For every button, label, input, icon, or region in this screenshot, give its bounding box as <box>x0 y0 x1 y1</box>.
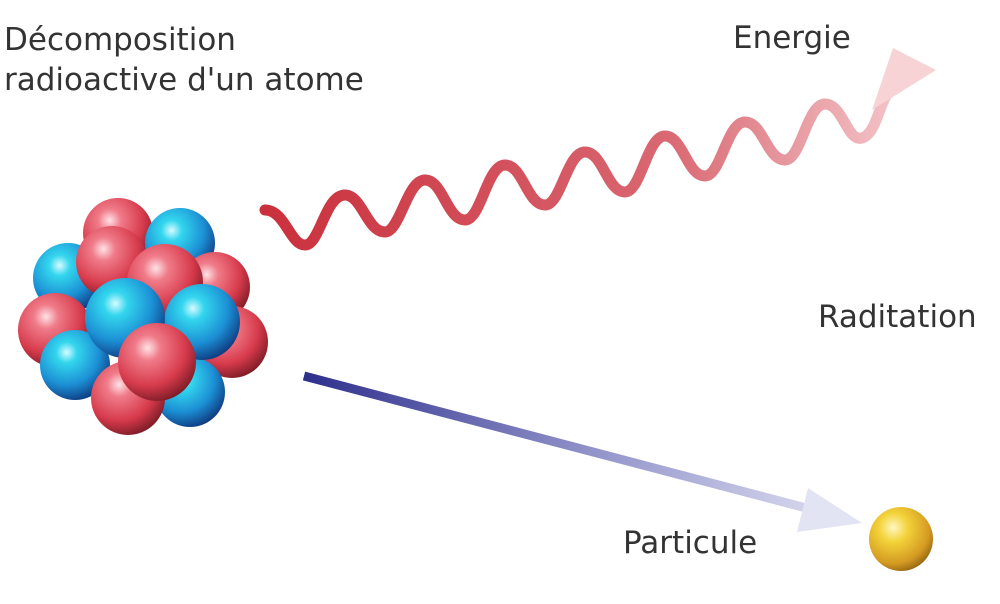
particle-arrowhead-icon <box>797 488 862 532</box>
atom-nucleus-icon <box>18 198 268 435</box>
particle-label: Particule <box>623 525 758 561</box>
energy-wave <box>259 90 892 251</box>
diagram-title: Décomposition radioactive d'un atome <box>4 20 364 100</box>
energy-arrowhead-icon <box>872 48 936 110</box>
radiation-label: Raditation <box>818 299 977 335</box>
particle-arrow <box>302 371 862 532</box>
energy-label: Energie <box>733 20 851 56</box>
energy-wave-arrow <box>259 48 936 251</box>
title-line-1: Décomposition <box>4 22 236 58</box>
title-line-2: radioactive d'un atome <box>4 62 364 98</box>
particle-sphere-icon <box>869 507 933 571</box>
